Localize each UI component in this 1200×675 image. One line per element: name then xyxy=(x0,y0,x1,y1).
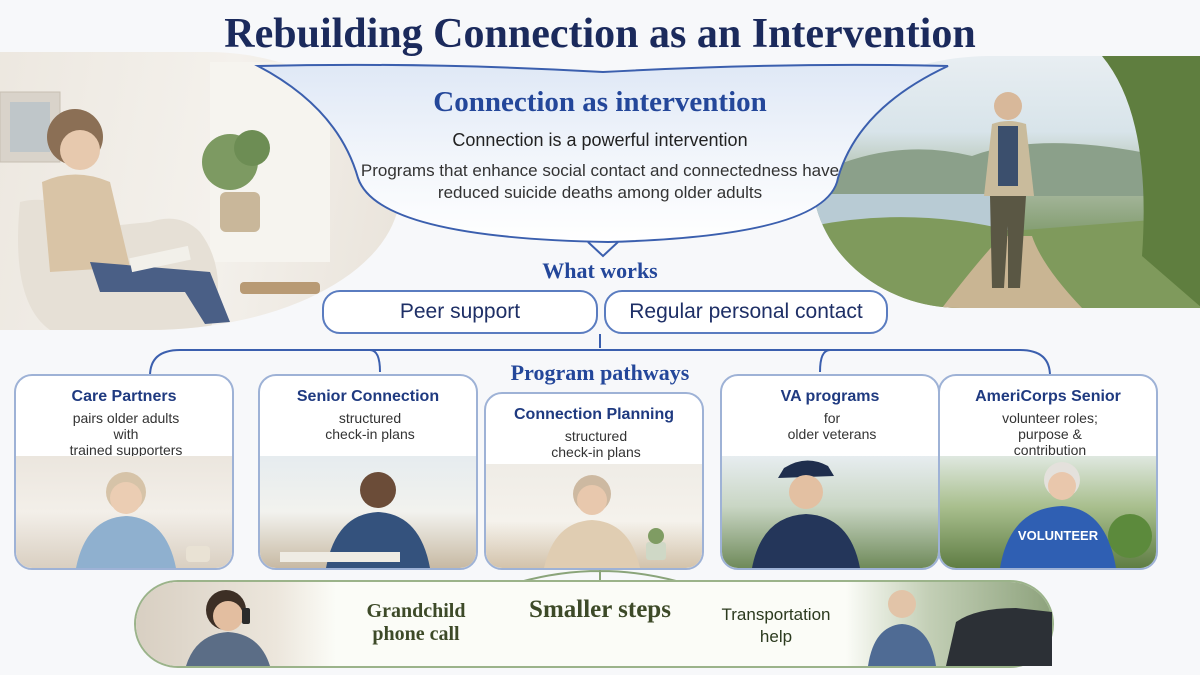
woman-writing-illustration xyxy=(0,62,330,330)
center-body-text: Programs that enhance social contact and… xyxy=(360,161,840,202)
card-care-partners: Care Partners pairs older adults with tr… xyxy=(14,374,234,570)
card-va-programs: VA programs for older veterans xyxy=(720,374,940,570)
center-subtitle: Connection is a powerful intervention xyxy=(452,130,748,150)
card-description: pairs older adults with trained supporte… xyxy=(69,410,183,458)
card-photo-volunteer-gardening: VOLUNTEER xyxy=(940,456,1156,568)
what-works-heading: What works xyxy=(542,258,658,283)
card-title: Care Partners xyxy=(71,388,177,405)
program-pathways-heading: Program pathways xyxy=(510,360,690,385)
page-title: Rebuilding Connection as an Intervention xyxy=(224,11,976,57)
card-senior-connection: Senior Connection structured check-in pl… xyxy=(258,374,478,570)
card-photo-woman-planning xyxy=(486,464,702,568)
card-title: Connection Planning xyxy=(514,406,674,423)
volunteer-shirt-text: VOLUNTEER xyxy=(1018,528,1099,543)
card-americorps-senior: AmeriCorps Senior volunteer roles; purpo… xyxy=(938,374,1158,570)
card-description: structured check-in plans xyxy=(551,428,641,460)
card-description: structured check-in plans xyxy=(325,410,415,442)
card-photo-man-writing xyxy=(260,456,476,568)
card-title: AmeriCorps Senior xyxy=(975,388,1121,405)
pill-peer-support: Peer support xyxy=(322,290,598,334)
photo-grandchild-phone xyxy=(136,582,336,666)
photo-transportation-car xyxy=(846,582,1052,666)
card-description: for older veterans xyxy=(787,410,877,442)
center-callout-bubble xyxy=(254,63,949,258)
card-photo-veteran xyxy=(722,456,938,568)
man-walking-illustration xyxy=(812,56,1200,308)
center-title: Connection as intervention xyxy=(433,86,767,118)
step-grandchild-phone-call: Grandchild phone call xyxy=(366,600,466,645)
pill-regular-personal-contact: Regular personal contact xyxy=(604,290,888,334)
step-transportation-help: Transportation help xyxy=(721,605,831,646)
card-title: Senior Connection xyxy=(296,388,440,405)
card-description: volunteer roles; purpose & contribution xyxy=(1002,410,1098,458)
smaller-steps-heading: Smaller steps xyxy=(529,596,671,623)
photo-man-walking xyxy=(812,56,1200,308)
card-photo-woman-smiling xyxy=(16,456,232,568)
card-title: VA programs xyxy=(780,388,880,405)
card-connection-planning: Connection Planning structured check-in … xyxy=(484,392,704,570)
